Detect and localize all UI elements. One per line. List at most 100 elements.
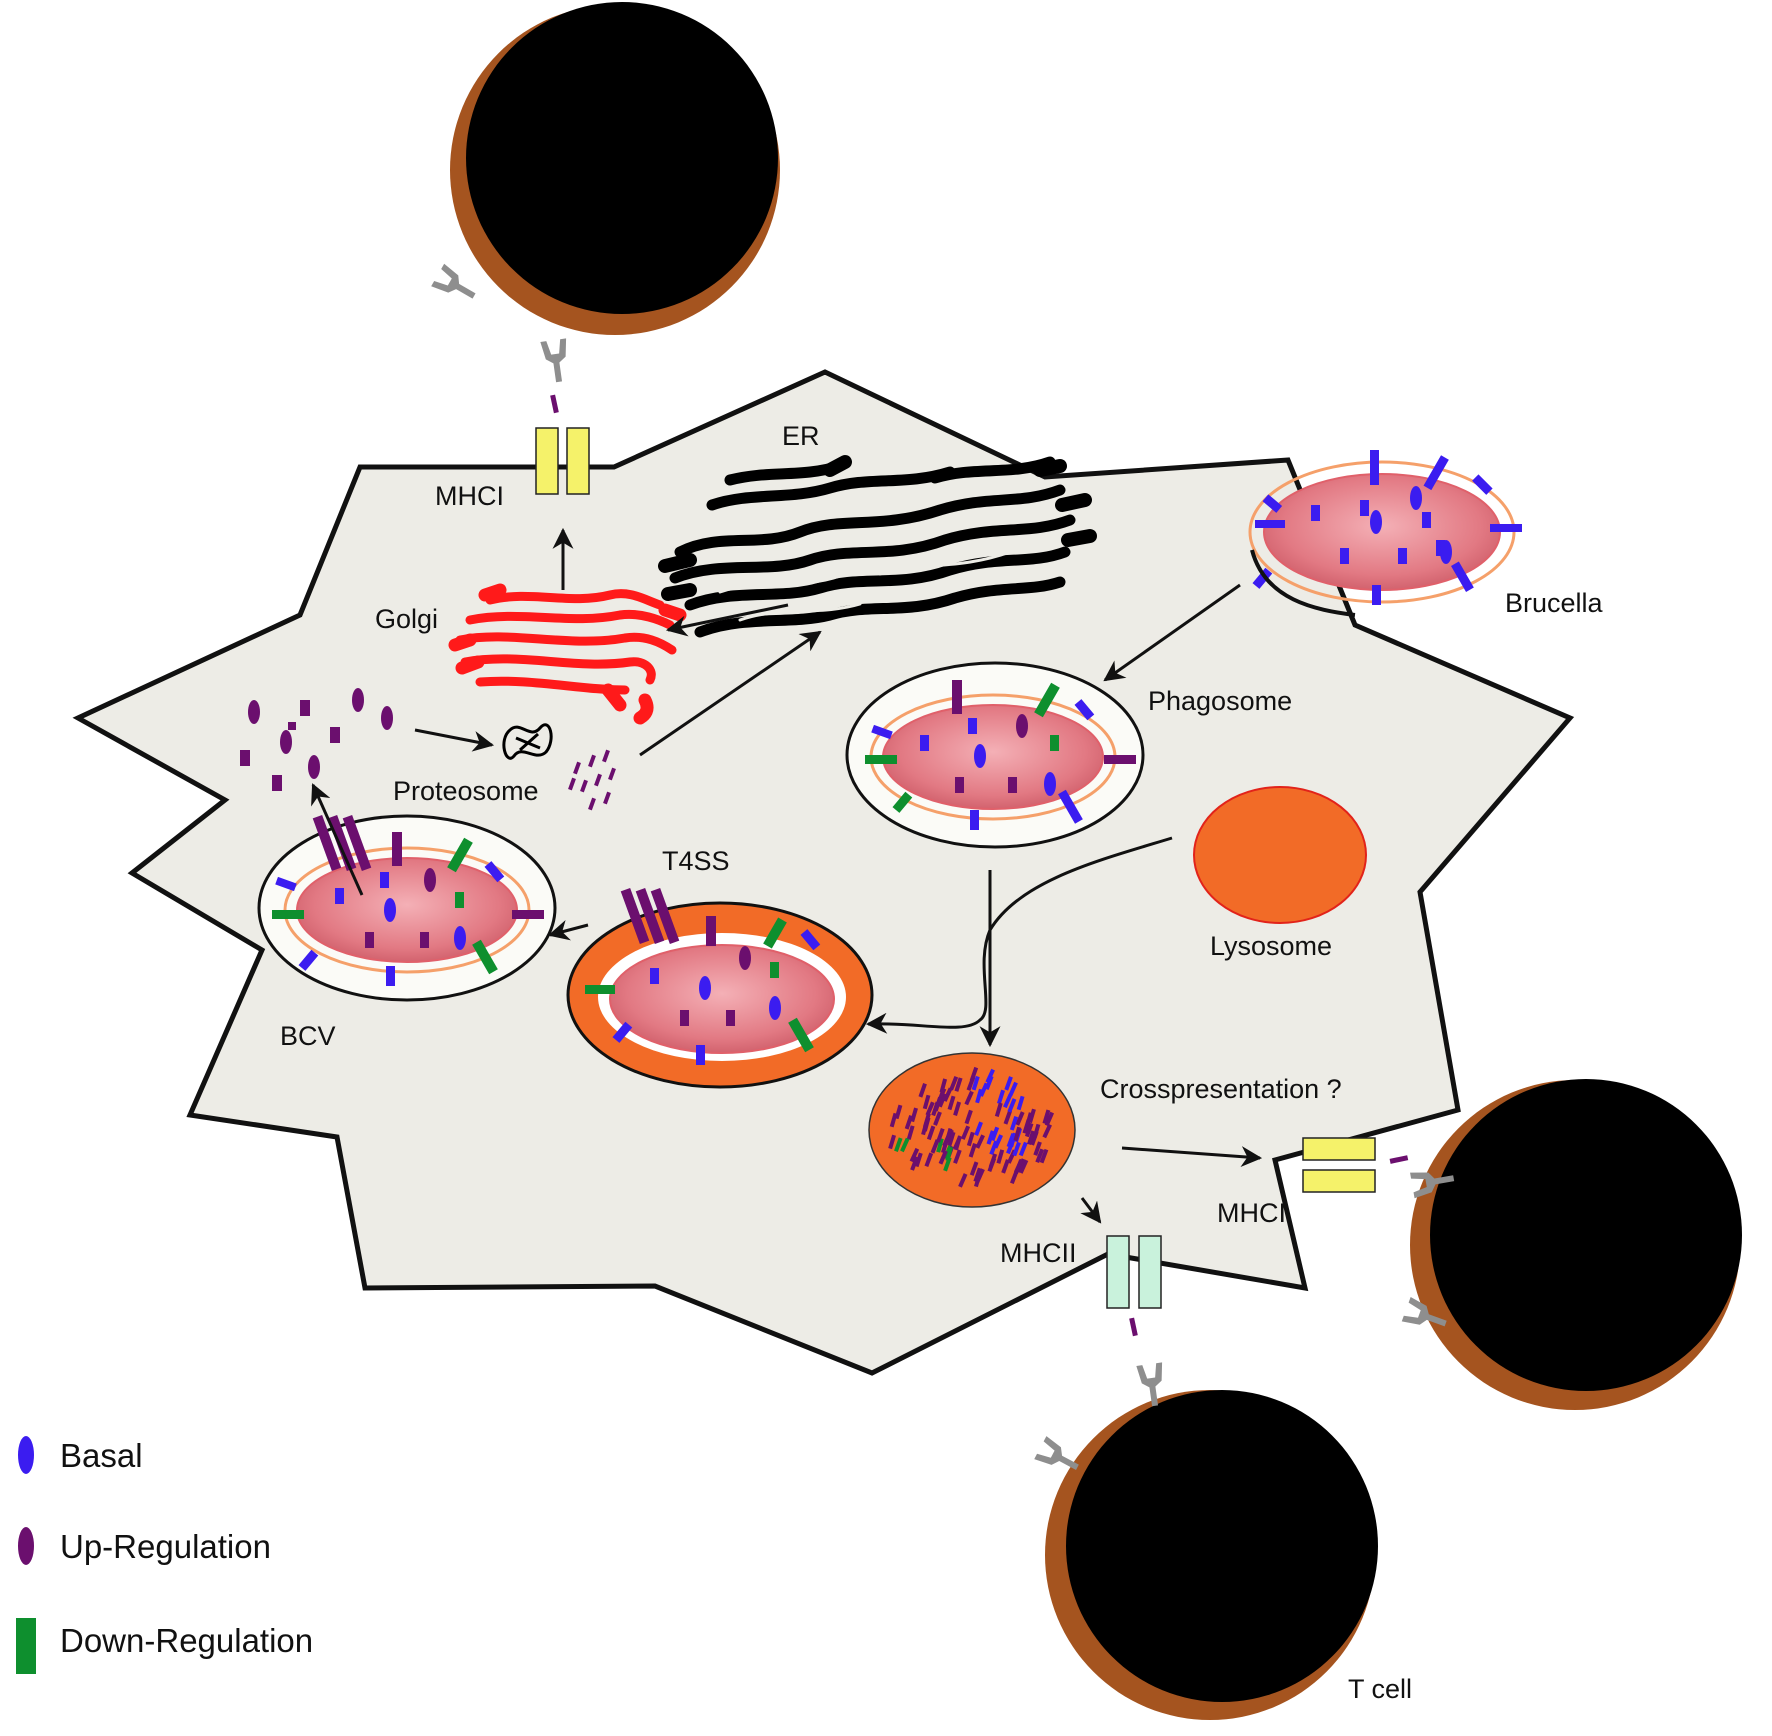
digested-antigen-fragment: [936, 1128, 945, 1143]
digested-antigen-fragment: [1018, 1159, 1029, 1174]
digested-antigen-fragment: [1024, 1122, 1034, 1138]
peptide-icon: [550, 394, 559, 414]
digested-antigen-fragment: [1012, 1141, 1021, 1157]
brucella-label: Brucella: [1505, 588, 1604, 618]
mhci-top-label: MHCI: [435, 481, 504, 511]
digested-antigen-fragment: [914, 1152, 923, 1168]
peptide-icon: [1129, 1317, 1138, 1337]
digested-antigen-fragment: [1006, 1133, 1016, 1148]
digested-antigen-fragment: [1044, 1111, 1055, 1127]
fusion-pathway: [865, 836, 1173, 1034]
digested-antigen-fragment: [1027, 1130, 1036, 1145]
legend-basal-label: Basal: [60, 1437, 143, 1474]
digested-antigen-fragment: [947, 1131, 956, 1147]
digested-antigen-fragment: [939, 1078, 948, 1093]
digested-antigen-fragment: [925, 1101, 935, 1116]
t4ss-label: T4SS: [662, 846, 730, 876]
digested-antigen-fragment: [1013, 1126, 1022, 1142]
mhci-right: [1302, 1137, 1376, 1193]
t-cell-right: [1410, 1079, 1742, 1410]
digested-antigen-fragment: [954, 1135, 962, 1151]
digested-antigen-fragment: [996, 1149, 1005, 1164]
digested-antigen-fragment: [971, 1075, 980, 1091]
digested-antigen-fragment: [996, 1089, 1006, 1105]
digested-antigen-fragment: [960, 1125, 971, 1140]
digested-antigen-fragment: [993, 1134, 1003, 1149]
arrow-t4ss-to-bcv: [547, 920, 589, 941]
crosspresentation-label: Crosspresentation ?: [1100, 1074, 1342, 1104]
tcr-receptor-icon: [540, 338, 572, 384]
mhcii-label: MHCII: [1000, 1238, 1077, 1268]
digested-antigen-fragment: [945, 1146, 953, 1162]
basal-legend-icon: [18, 1436, 34, 1474]
proteosome-icon: [502, 723, 553, 760]
digested-antigen-fragment: [924, 1152, 934, 1167]
arrow-antigens-to-proteosome: [414, 728, 495, 752]
digested-antigen-fragment: [933, 1096, 942, 1112]
digested-antigen-fragment: [975, 1168, 985, 1183]
proteosome-label: Proteosome: [393, 776, 539, 806]
t-cell-bottom: [1045, 1390, 1378, 1720]
digested-antigen-fragment: [1042, 1123, 1052, 1139]
digested-antigen-fragment: [1010, 1169, 1019, 1185]
membrane-engulfment: [1250, 549, 1356, 617]
digested-antigen-fragment: [1007, 1098, 1017, 1113]
digested-antigen-fragment: [964, 1090, 974, 1106]
peptide-fragments: [568, 749, 616, 811]
digested-antigen-fragment: [926, 1125, 936, 1141]
mhcii: [1106, 1235, 1162, 1309]
legend-up-regulation-label: Up-Regulation: [60, 1528, 271, 1565]
digested-antigen-fragment: [1028, 1108, 1036, 1124]
t-cell-top: [450, 2, 780, 335]
lysosome-label: Lysosome: [1210, 931, 1332, 961]
golgi-organelle: [448, 583, 687, 725]
phagolysosome: [868, 1052, 1076, 1208]
digested-antigen-fragment: [936, 1138, 944, 1153]
digested-antigen-fragment: [947, 1095, 956, 1111]
digested-antigen-fragment: [984, 1075, 994, 1091]
arrow-to-mhci-right: [1121, 1146, 1263, 1168]
digested-antigen-fragment: [968, 1143, 977, 1158]
digested-antigen-fragment: [1016, 1095, 1025, 1111]
digested-antigen-fragment: [953, 1149, 962, 1164]
peptide-icon: [1389, 1155, 1409, 1164]
golgi-label: Golgi: [375, 604, 438, 634]
digested-antigen-fragment: [900, 1137, 910, 1153]
digested-antigen-fragment: [930, 1139, 940, 1154]
digested-antigen-fragment: [1035, 1148, 1045, 1164]
digested-antigen-fragment: [994, 1102, 1003, 1117]
digested-antigen-fragment: [941, 1138, 949, 1154]
legend: Basal Up-Regulation Down-Regulation: [16, 1436, 313, 1674]
digested-antigen-fragment: [904, 1115, 914, 1130]
digested-antigen-fragment: [1015, 1111, 1025, 1126]
digested-antigen-fragment: [922, 1094, 931, 1110]
digested-antigen-fragment: [1003, 1093, 1013, 1109]
digested-antigen-fragment: [975, 1134, 985, 1149]
digested-antigen-fragment: [1003, 1110, 1013, 1125]
t4ss-vacuole: [566, 887, 874, 1089]
mhci-top: [535, 427, 590, 495]
digested-antigen-fragment: [969, 1161, 979, 1176]
digested-antigen-fragment: [888, 1134, 897, 1150]
digested-antigen-fragment: [1008, 1081, 1018, 1097]
digested-antigen-fragment: [966, 1131, 975, 1147]
er-organelle: [658, 455, 1097, 638]
digested-antigen-fragment: [1033, 1141, 1042, 1156]
bcv-vacuole: [257, 814, 557, 1002]
lysosome: [1193, 786, 1367, 924]
down-regulation-legend-icon: [16, 1618, 36, 1674]
tcr-receptor-icon: [431, 263, 481, 308]
bcv-label: BCV: [280, 1021, 336, 1051]
digested-antigen-fragment: [1001, 1159, 1010, 1174]
digested-antigen-fragment: [906, 1125, 915, 1140]
mhci-right-label: MHCI: [1217, 1198, 1286, 1228]
digested-antigen-fragment: [1042, 1109, 1051, 1125]
brucella-bacterium: [1248, 450, 1522, 605]
digested-antigen-fragment: [894, 1137, 903, 1152]
digested-antigen-fragment: [954, 1077, 963, 1092]
digested-antigen-fragment: [958, 1173, 968, 1188]
t-cell-label: T cell: [1348, 1674, 1412, 1704]
digested-antigen-fragment: [938, 1150, 948, 1165]
digested-antigen-fragment: [910, 1156, 919, 1171]
